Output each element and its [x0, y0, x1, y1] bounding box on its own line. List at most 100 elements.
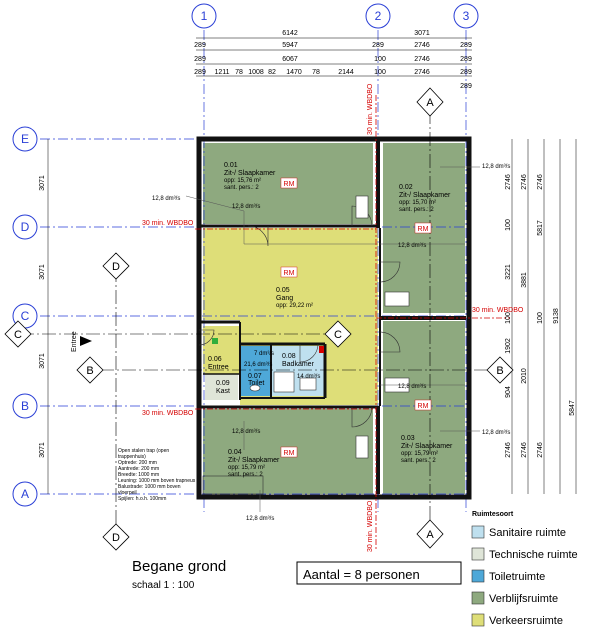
- fire-label-b: 30 min. WBDBO: [142, 410, 194, 417]
- room-persons: sant. pers.: 2: [401, 458, 436, 464]
- stair-note-line-2: Optrede: 200 mm: [118, 460, 157, 466]
- room-label-0.05: 0.05 Gang opp: 29,22 m²: [276, 287, 313, 309]
- section-label-a-top: A: [426, 97, 434, 109]
- flow-label-10: 7 dm³/s: [254, 351, 274, 357]
- stair-note: Open stalen trap (open trappenhuis) Optr…: [118, 448, 196, 502]
- axis-bubble-1: [191, 3, 217, 29]
- dim-top-r2-1: 2746: [414, 42, 430, 49]
- section-label-a-bottom: A: [426, 529, 434, 541]
- dim-top-small-1: 289: [194, 56, 206, 63]
- door-0.05: [247, 225, 269, 247]
- axis-bubble-B: [12, 393, 38, 419]
- room-name: Zit-/ Slaapkamer: [224, 170, 276, 177]
- dim-top-r1-1: 3071: [414, 30, 430, 37]
- rm-box-0.01: [280, 177, 298, 189]
- rm-box-0.05: [280, 266, 298, 278]
- rm-box-0.02: [414, 222, 432, 234]
- flow-label-2: 12,8 dm³/s: [232, 204, 260, 210]
- axis-label-1: 1: [201, 9, 208, 23]
- flow-label-3: 12,8 dm³/s: [398, 243, 426, 249]
- room-label-0.08: 0.08 Badkamer: [282, 353, 315, 368]
- fire-label-vertical-top: 30 min. WBDBO: [367, 83, 374, 135]
- room-number: 0.05: [276, 287, 290, 294]
- legend-label-verblijf: Verblijfsruimte: [489, 593, 558, 605]
- door-0.02: [379, 261, 401, 283]
- room-number: 0.07: [248, 373, 262, 380]
- section-marker-b-left: [76, 356, 104, 384]
- legend-swatch-verblijf: [471, 591, 485, 605]
- dim-top-r4-6: 78: [312, 69, 320, 76]
- legend-swatch-toilet: [471, 569, 485, 583]
- fixtures: [202, 195, 410, 495]
- axis-bubble-2: [365, 3, 391, 29]
- axis-labels: 1 2 3 E D C B A: [21, 9, 470, 501]
- stair-note-line-4: Breedte: 1000 mm: [118, 472, 159, 478]
- dim-right-c4-2: 1902: [505, 338, 512, 354]
- flow-label-11: 21,6 dm³/s: [244, 362, 272, 368]
- room-label-0.07: 0.07 Toilet: [248, 373, 264, 387]
- legend-label-techniek: Technische ruimte: [489, 549, 578, 561]
- dim-right-c3-1: 9138: [553, 308, 560, 324]
- room-area: opp: 15,79 m²: [228, 465, 265, 471]
- dim-top-r4-1: 1211: [214, 69, 229, 76]
- stair-note-line-7: vloerpeil: [118, 490, 137, 496]
- room-number: 0.01: [224, 162, 238, 169]
- room-label-0.09: 0.09 Kast: [216, 380, 230, 395]
- legend-swatch-sanitair: [471, 525, 485, 539]
- stair-note-line-5: Leuning: 1000 mm boven trapneus: [118, 478, 196, 484]
- dim-top-small-3: 289: [460, 56, 472, 63]
- stair-note-line-3: Aantrede: 200 mm: [118, 466, 159, 472]
- legend-label-toilet: Toiletruimte: [489, 571, 545, 583]
- dim-right-c3-0: 5817: [537, 220, 544, 236]
- dim-top-small-4: 289: [372, 42, 384, 49]
- dim-right-c1-0: 2746: [505, 174, 512, 190]
- room-number: 0.03: [401, 435, 415, 442]
- section-label-c-left: C: [14, 329, 22, 341]
- occupancy-text: Aantal = 8 personen: [303, 567, 420, 582]
- fire-label-c: 30 min. WBDBO: [472, 307, 524, 314]
- fire-label-d: 30 min. WBDBO: [142, 220, 194, 227]
- section-marker-d-bottom: [102, 523, 130, 551]
- rm-tag-0.04: RM: [284, 450, 295, 457]
- door-entrance: [198, 329, 215, 346]
- door-0.08: [299, 343, 319, 363]
- flow-label-9: 14 dm³/s: [297, 374, 320, 380]
- door-0.04: [351, 406, 373, 428]
- room-fill-0.09: [205, 374, 238, 400]
- dim-top-r4-2: 78: [235, 69, 243, 76]
- section-lines: [20, 110, 500, 530]
- drawing-title: Begane grond: [132, 558, 226, 575]
- section-marker-a-top: [416, 87, 444, 117]
- title-block: Begane grond schaal 1 : 100 Aantal = 8 p…: [132, 558, 462, 591]
- section-label-d-bottom: D: [112, 532, 120, 544]
- section-label-b-right: B: [496, 365, 503, 377]
- dim-top-r1-0: 6142: [282, 30, 298, 37]
- room-label-0.02: 0.02 Zit-/ Slaapkamer opp: 15,70 m² sant…: [399, 184, 451, 213]
- washbasin: [299, 377, 317, 391]
- dim-right-c1-2: 3221: [505, 264, 512, 280]
- rm-tag-0.01: RM: [284, 181, 295, 188]
- dim-left-2: 3071: [39, 353, 46, 369]
- dim-right-c1-1: 100: [505, 219, 512, 231]
- exit-sign-icon: [212, 338, 218, 344]
- dim-top-small-2: 289: [460, 42, 472, 49]
- room-name: Toilet: [248, 380, 264, 387]
- dim-right-c2-2: 2010: [521, 368, 528, 384]
- stair-note-line-6: Balustrade: 1000 mm boven: [118, 484, 181, 490]
- legend-label-sanitair: Sanitaire ruimte: [489, 527, 566, 539]
- axis-label-E: E: [21, 132, 29, 146]
- dim-top-r4-5: 1470: [286, 69, 302, 76]
- room-area: opp: 15,70 m²: [399, 200, 436, 206]
- section-marker-d-top: [102, 252, 130, 280]
- dim-top-r4-4: 82: [268, 69, 276, 76]
- room-name: Badkamer: [282, 361, 315, 368]
- room-label-0.01: 0.01 Zit-/ Slaapkamer opp: 15,76 m² sant…: [224, 162, 276, 191]
- flow-label-4: 12,8 dm³/s: [398, 384, 426, 390]
- top-dimensions: 6142 3071 5947 2746 6067 100 2746 289 12…: [194, 30, 472, 90]
- section-marker-labels: A A B B C C D D: [14, 97, 504, 544]
- drawing-scale: schaal 1 : 100: [132, 580, 195, 591]
- dim-top-r2-0: 5947: [282, 42, 298, 49]
- dim-top-r4-9: 2746: [414, 69, 430, 76]
- axis-label-A: A: [21, 487, 29, 501]
- room-area: opp: 15,76 m²: [224, 178, 261, 184]
